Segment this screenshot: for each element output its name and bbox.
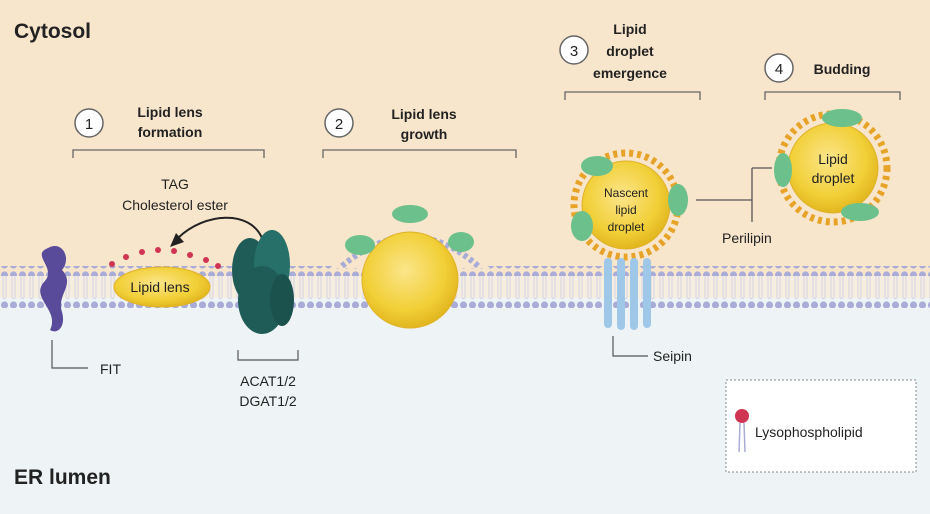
step-3-number: 3 bbox=[570, 43, 578, 60]
perilipin-label: Perilipin bbox=[722, 230, 772, 246]
step-2-number: 2 bbox=[335, 116, 343, 133]
seipin-leader-line bbox=[612, 336, 648, 357]
fit-protein bbox=[40, 246, 68, 332]
er-membrane bbox=[0, 266, 930, 308]
lipid-lens bbox=[105, 247, 225, 308]
nascent-label-line3: droplet bbox=[608, 220, 645, 234]
lysophospholipid-icon bbox=[735, 409, 749, 423]
acat-dgat-enzyme bbox=[232, 230, 294, 334]
fit-label: FIT bbox=[100, 361, 121, 377]
step-3-title-line3: emergence bbox=[593, 65, 667, 81]
seipin-complex bbox=[604, 258, 651, 330]
step-2-title-line1: Lipid lens bbox=[391, 106, 457, 122]
step-1-header: 1 Lipid lens formation bbox=[72, 104, 265, 158]
seipin-label: Seipin bbox=[653, 348, 692, 364]
step-3-title-line1: Lipid bbox=[613, 21, 646, 37]
step-1-title-line2: formation bbox=[138, 124, 203, 140]
lipid-lens-label: Lipid lens bbox=[130, 279, 189, 295]
nascent-label-line1: Nascent bbox=[604, 186, 649, 200]
step-4-number: 4 bbox=[775, 61, 783, 78]
lipid-droplet-label-line1: Lipid bbox=[818, 151, 848, 167]
legend-box: Lysophospholipid bbox=[725, 379, 917, 473]
nascent-lipid-droplet bbox=[570, 149, 688, 261]
region-label-er-lumen: ER lumen bbox=[14, 466, 111, 489]
tag-label: TAG bbox=[161, 176, 189, 192]
budded-lipid-droplet bbox=[774, 109, 891, 226]
step-4-header: 4 Budding bbox=[764, 53, 901, 100]
cholesterol-ester-label: Cholesterol ester bbox=[122, 197, 228, 213]
nascent-label-line2: lipid bbox=[615, 203, 636, 217]
step-1-title-line1: Lipid lens bbox=[137, 104, 203, 120]
legend-lysophospholipid-label: Lysophospholipid bbox=[755, 424, 863, 440]
acat-label: ACAT1/2 bbox=[240, 373, 296, 389]
step-2-title-line2: growth bbox=[401, 126, 448, 142]
step-3-title-line2: droplet bbox=[606, 43, 654, 59]
step-1-number: 1 bbox=[85, 116, 93, 133]
fit-leader-line bbox=[51, 340, 88, 369]
synthesis-arrow bbox=[177, 216, 263, 239]
step-2-header: 2 Lipid lens growth bbox=[322, 106, 517, 158]
step-4-title: Budding bbox=[814, 61, 871, 77]
synthesis-arrowhead bbox=[170, 233, 184, 247]
dgat-label: DGAT1/2 bbox=[239, 393, 297, 409]
region-label-cytosol: Cytosol bbox=[14, 20, 91, 43]
acat-dgat-bracket bbox=[237, 350, 299, 361]
growing-lipid-lens bbox=[330, 205, 490, 329]
step-3-header: 3 Lipid droplet emergence bbox=[559, 21, 701, 100]
lipid-droplet-label-line2: droplet bbox=[812, 170, 855, 186]
perilipin-connector bbox=[696, 167, 772, 222]
